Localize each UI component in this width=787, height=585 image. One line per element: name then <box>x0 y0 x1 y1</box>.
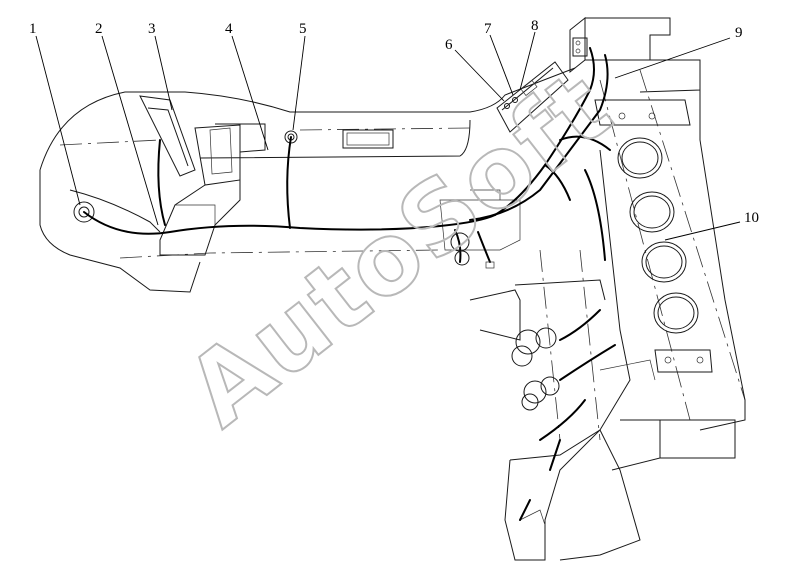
callout-5: 5 <box>299 21 307 37</box>
callout-10: 10 <box>744 210 759 226</box>
floor-plate <box>342 129 394 149</box>
wiring-harness <box>83 47 616 521</box>
watermark: AutoSoft <box>167 49 634 449</box>
switch-panel <box>496 61 569 133</box>
gauge-3-icon <box>641 241 687 283</box>
callout-2: 2 <box>95 21 103 37</box>
gauge-1-icon <box>617 137 663 179</box>
cabin-floor-outline <box>39 67 576 293</box>
gauge-cluster <box>617 137 699 334</box>
callout-leaders <box>35 31 741 241</box>
right-frame <box>569 16 746 471</box>
gauge-2-icon <box>629 191 675 233</box>
gauge-4-icon <box>653 292 699 334</box>
pedal-bracket <box>139 95 266 256</box>
callout-6: 6 <box>445 37 453 53</box>
callout-labels: 1 2 3 4 5 6 7 8 9 10 <box>29 18 759 226</box>
callout-8: 8 <box>531 18 539 34</box>
callout-9: 9 <box>735 25 743 41</box>
callout-3: 3 <box>148 21 156 37</box>
callout-4: 4 <box>225 21 233 37</box>
connector-block-icon <box>572 37 588 57</box>
callout-1: 1 <box>29 21 37 37</box>
grommet-left-icon <box>73 201 95 223</box>
callout-7: 7 <box>484 21 492 37</box>
lower-tunnel <box>469 149 656 561</box>
